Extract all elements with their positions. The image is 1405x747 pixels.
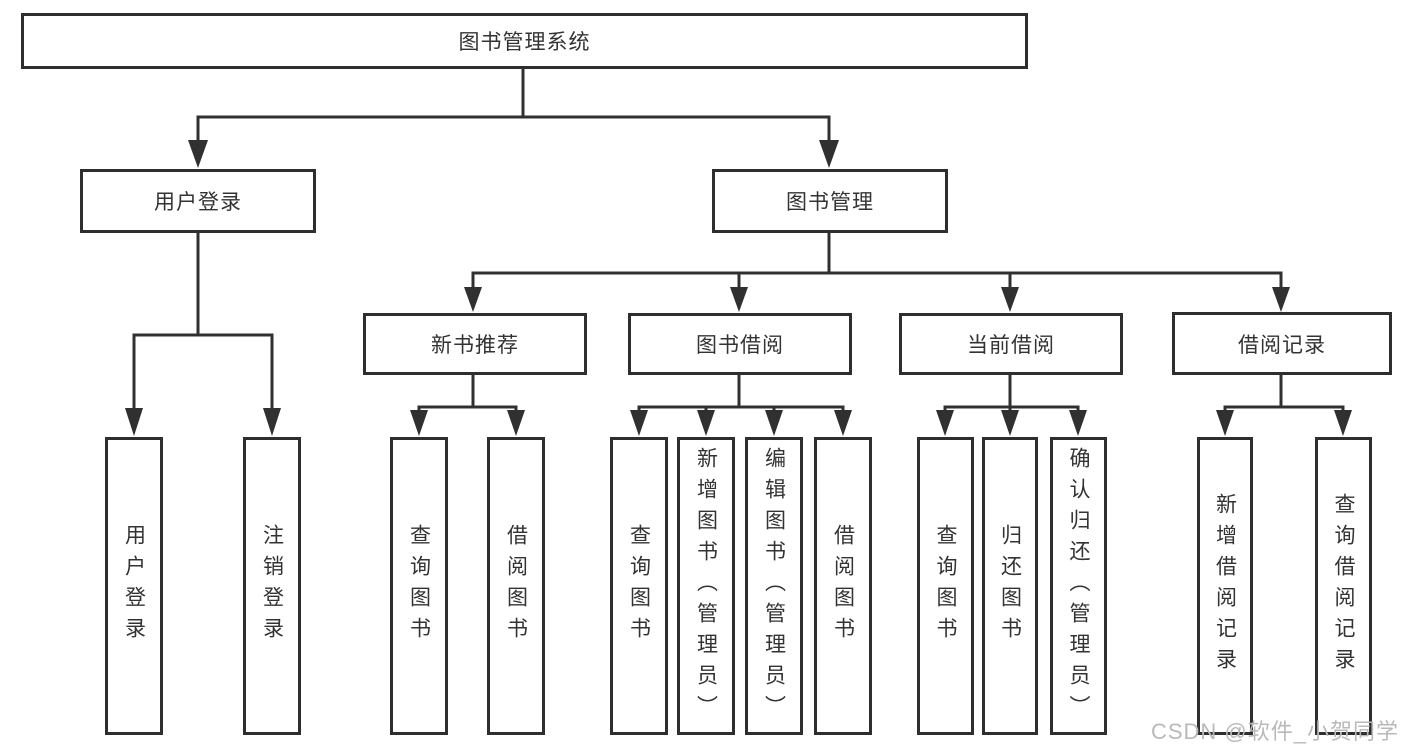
arrowhead-leaf-user-login (125, 408, 143, 436)
node-borrow-records: 借阅记录 (1172, 312, 1392, 375)
arrowhead-leaf-return-book (1001, 410, 1019, 436)
leaf-add-book-admin: 新增图书（管理员） (677, 437, 735, 735)
node-new-book-recommend: 新书推荐 (363, 313, 587, 375)
arrowhead-new-book-recommend (464, 287, 482, 312)
connector-new-book-recommend (417, 373, 518, 415)
arrowhead-leaf-query-books-2 (630, 410, 648, 436)
arrowhead-book-borrow (730, 287, 748, 312)
arrowhead-leaf-query-books-1 (410, 410, 428, 436)
arrowhead-leaf-add-book (697, 410, 715, 436)
node-book-borrow: 图书借阅 (628, 313, 852, 375)
connector-book-management (471, 231, 1283, 292)
leaf-confirm-return-admin: 确认归还（管理员） (1050, 437, 1107, 735)
arrowhead-leaf-borrow-books-2 (834, 410, 852, 436)
leaf-borrow-books-1: 借阅图书 (487, 437, 545, 735)
leaf-query-books-1: 查询图书 (390, 437, 448, 735)
leaf-query-books-3: 查询图书 (917, 437, 974, 735)
arrowhead-leaf-add-borrow-record (1216, 410, 1234, 436)
arrowhead-user-login (188, 140, 208, 168)
arrowhead-leaf-query-books-3 (936, 410, 954, 436)
connector-current-borrow (943, 373, 1080, 415)
node-root: 图书管理系统 (21, 13, 1028, 69)
arrowhead-leaf-confirm-return (1069, 410, 1087, 436)
arrowhead-current-borrow (1001, 287, 1019, 312)
leaf-edit-book-admin: 编辑图书（管理员） (745, 437, 803, 735)
node-book-management: 图书管理 (712, 169, 948, 233)
arrowhead-borrow-records (1272, 287, 1290, 312)
connector-root (196, 67, 831, 144)
node-user-login: 用户登录 (80, 169, 316, 233)
connector-user-login (132, 231, 274, 414)
leaf-query-books-2: 查询图书 (610, 437, 668, 735)
leaf-query-borrow-record: 查询借阅记录 (1315, 437, 1372, 735)
connector-borrow-records (1223, 373, 1345, 415)
csdn-watermark: CSDN @软件_小贺同学 (1150, 719, 1399, 744)
leaf-borrow-books-2: 借阅图书 (814, 437, 872, 735)
arrowhead-leaf-query-borrow-record (1334, 410, 1352, 436)
leaf-logout: 注销登录 (243, 437, 301, 735)
arrowhead-book-management (819, 140, 839, 168)
leaf-user-login: 用户登录 (105, 437, 163, 735)
leaf-add-borrow-record: 新增借阅记录 (1197, 437, 1253, 735)
connector-book-borrow (637, 373, 845, 415)
arrowhead-leaf-edit-book (765, 410, 783, 436)
arrowhead-leaf-logout (263, 408, 281, 436)
arrowhead-leaf-borrow-books-1 (507, 410, 525, 436)
leaf-return-book: 归还图书 (982, 437, 1038, 735)
node-current-borrow: 当前借阅 (899, 313, 1123, 375)
